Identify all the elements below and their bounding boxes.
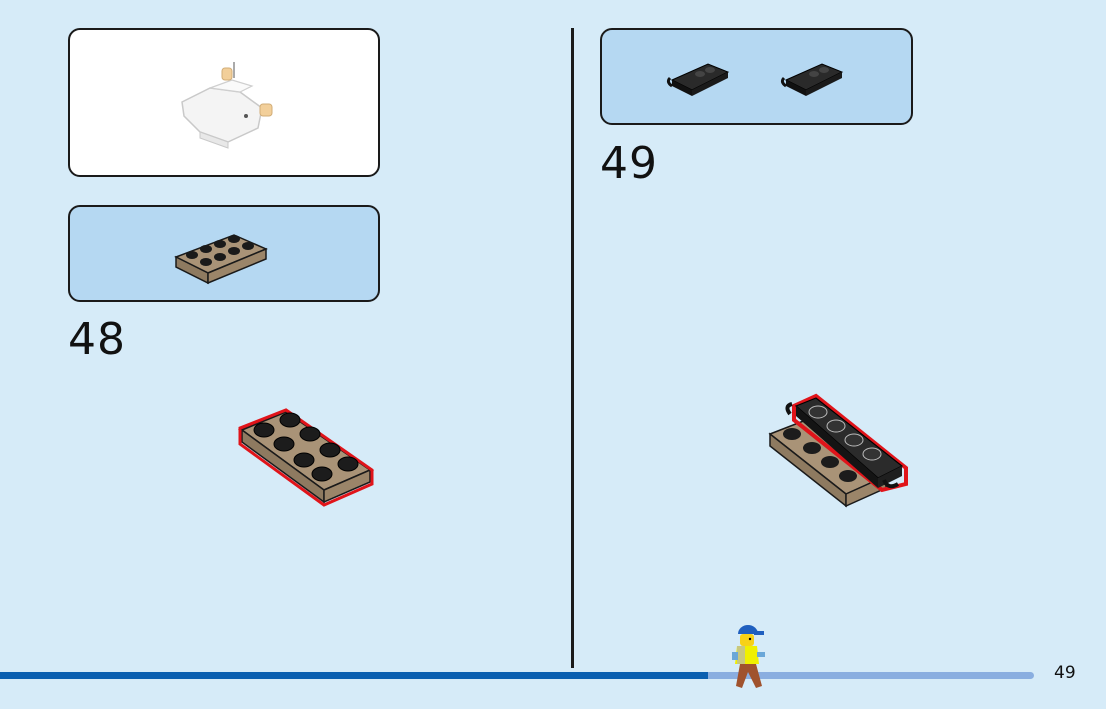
white-subassembly-icon bbox=[181, 62, 273, 149]
subassembly-preview-box bbox=[68, 28, 380, 177]
tan-plate-2x4-icon bbox=[174, 234, 268, 285]
step-49-assembly bbox=[768, 393, 908, 508]
minifigure-walker-icon bbox=[732, 625, 765, 688]
progress-bar-fill bbox=[0, 672, 709, 679]
black-plate-clip-icon bbox=[780, 63, 844, 96]
black-plate-clip-icon bbox=[666, 63, 730, 96]
step-48-assembly-tan-plate bbox=[237, 408, 375, 507]
step-48-parts-callout bbox=[68, 205, 380, 302]
step-49-parts-callout bbox=[600, 28, 913, 125]
step-number-48: 48 bbox=[68, 314, 126, 365]
page-number: 49 bbox=[1054, 663, 1076, 683]
column-divider bbox=[571, 28, 574, 668]
step-number-49: 49 bbox=[600, 138, 658, 189]
